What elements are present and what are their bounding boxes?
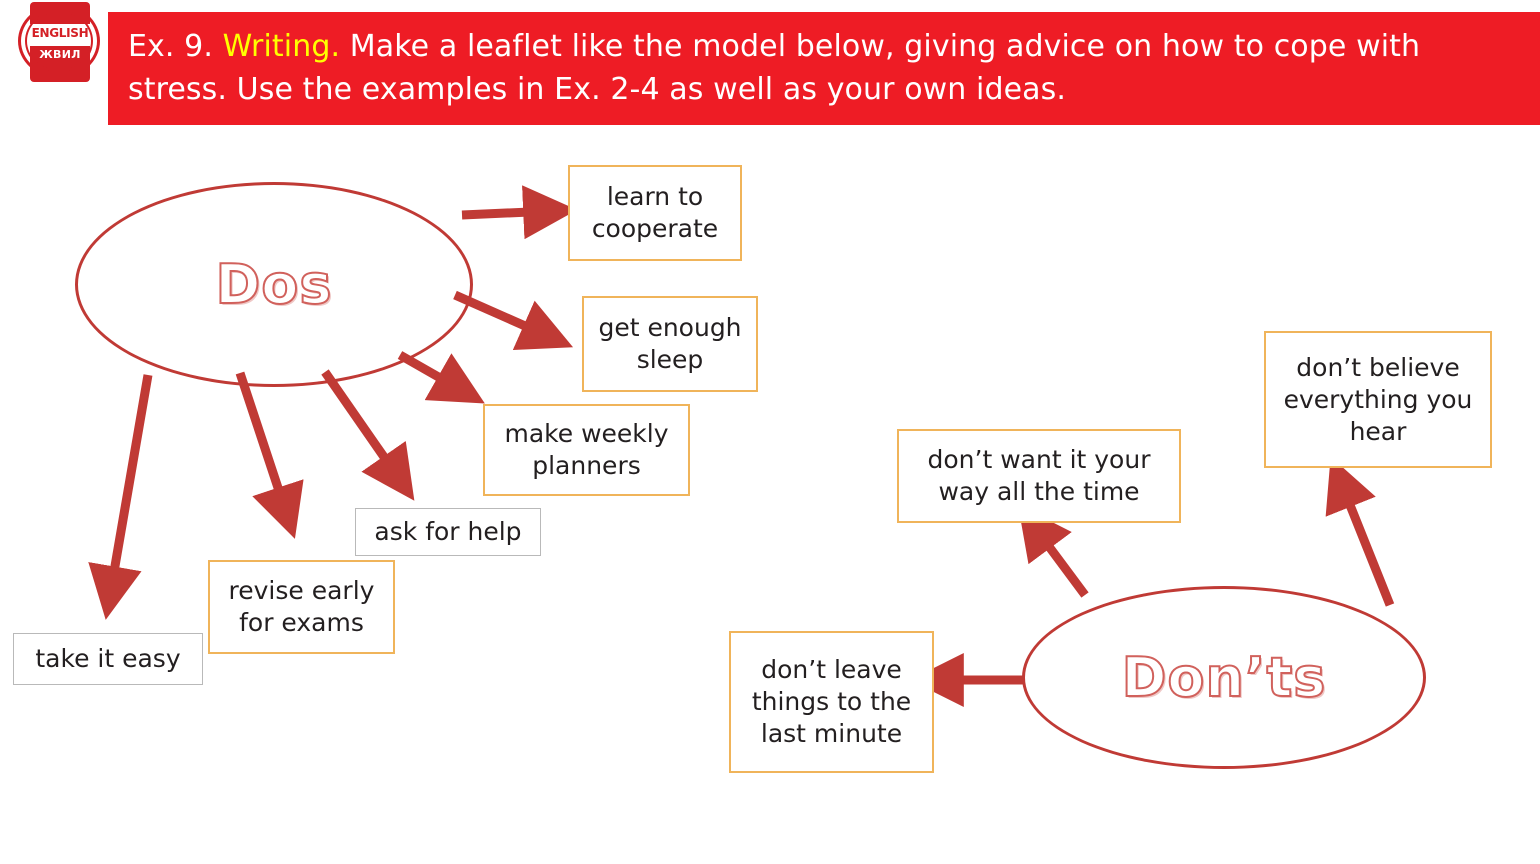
node-dos: Dos <box>75 182 473 387</box>
node-dos-label: Dos <box>214 252 333 317</box>
arrow-dos-to-ask <box>321 369 415 501</box>
dos-and-donts-diagram: Dos Don’ts learn to cooperate get enough… <box>0 125 1540 864</box>
exercise-skill-highlight: Writing. <box>222 28 341 64</box>
node-donts: Don’ts <box>1022 586 1426 769</box>
arrow-donts-to-believe <box>1325 456 1395 607</box>
arrow-dos-to-planners <box>397 351 485 404</box>
english-logo-badge: ЖВИЛ ENGLISH <box>14 2 104 82</box>
note-make-weekly-planners: make weekly planners <box>483 404 690 496</box>
note-dont-want-it-your-way: don’t want it your way all the time <box>897 429 1181 523</box>
arrow-donts-to-wantitway <box>1017 504 1089 598</box>
note-take-it-easy: take it easy <box>13 633 203 685</box>
arrow-layer <box>88 185 1395 707</box>
note-dont-leave-things-last-minute: don’t leave things to the last minute <box>729 631 934 773</box>
note-dont-believe-everything: don’t believe everything you hear <box>1264 331 1492 468</box>
node-donts-label: Don’ts <box>1121 645 1327 710</box>
arrow-dos-to-revise <box>235 371 304 539</box>
exercise-instruction-text: Ex. 9. Writing. Make a leaflet like the … <box>128 26 1522 111</box>
exercise-instruction-body: Make a leaflet like the model below, giv… <box>128 28 1421 107</box>
logo-inner-ring <box>25 10 93 72</box>
arrow-dos-to-easy <box>88 374 153 620</box>
note-learn-to-cooperate: learn to cooperate <box>568 165 742 261</box>
exercise-header-banner: Ex. 9. Writing. Make a leaflet like the … <box>108 12 1540 125</box>
note-get-enough-sleep: get enough sleep <box>582 296 758 392</box>
note-revise-early-for-exams: revise early for exams <box>208 560 395 654</box>
exercise-number: Ex. 9. <box>128 28 223 64</box>
arrow-dos-to-sleep <box>453 290 574 351</box>
note-ask-for-help: ask for help <box>355 508 541 556</box>
arrow-dos-to-learn <box>461 185 578 240</box>
